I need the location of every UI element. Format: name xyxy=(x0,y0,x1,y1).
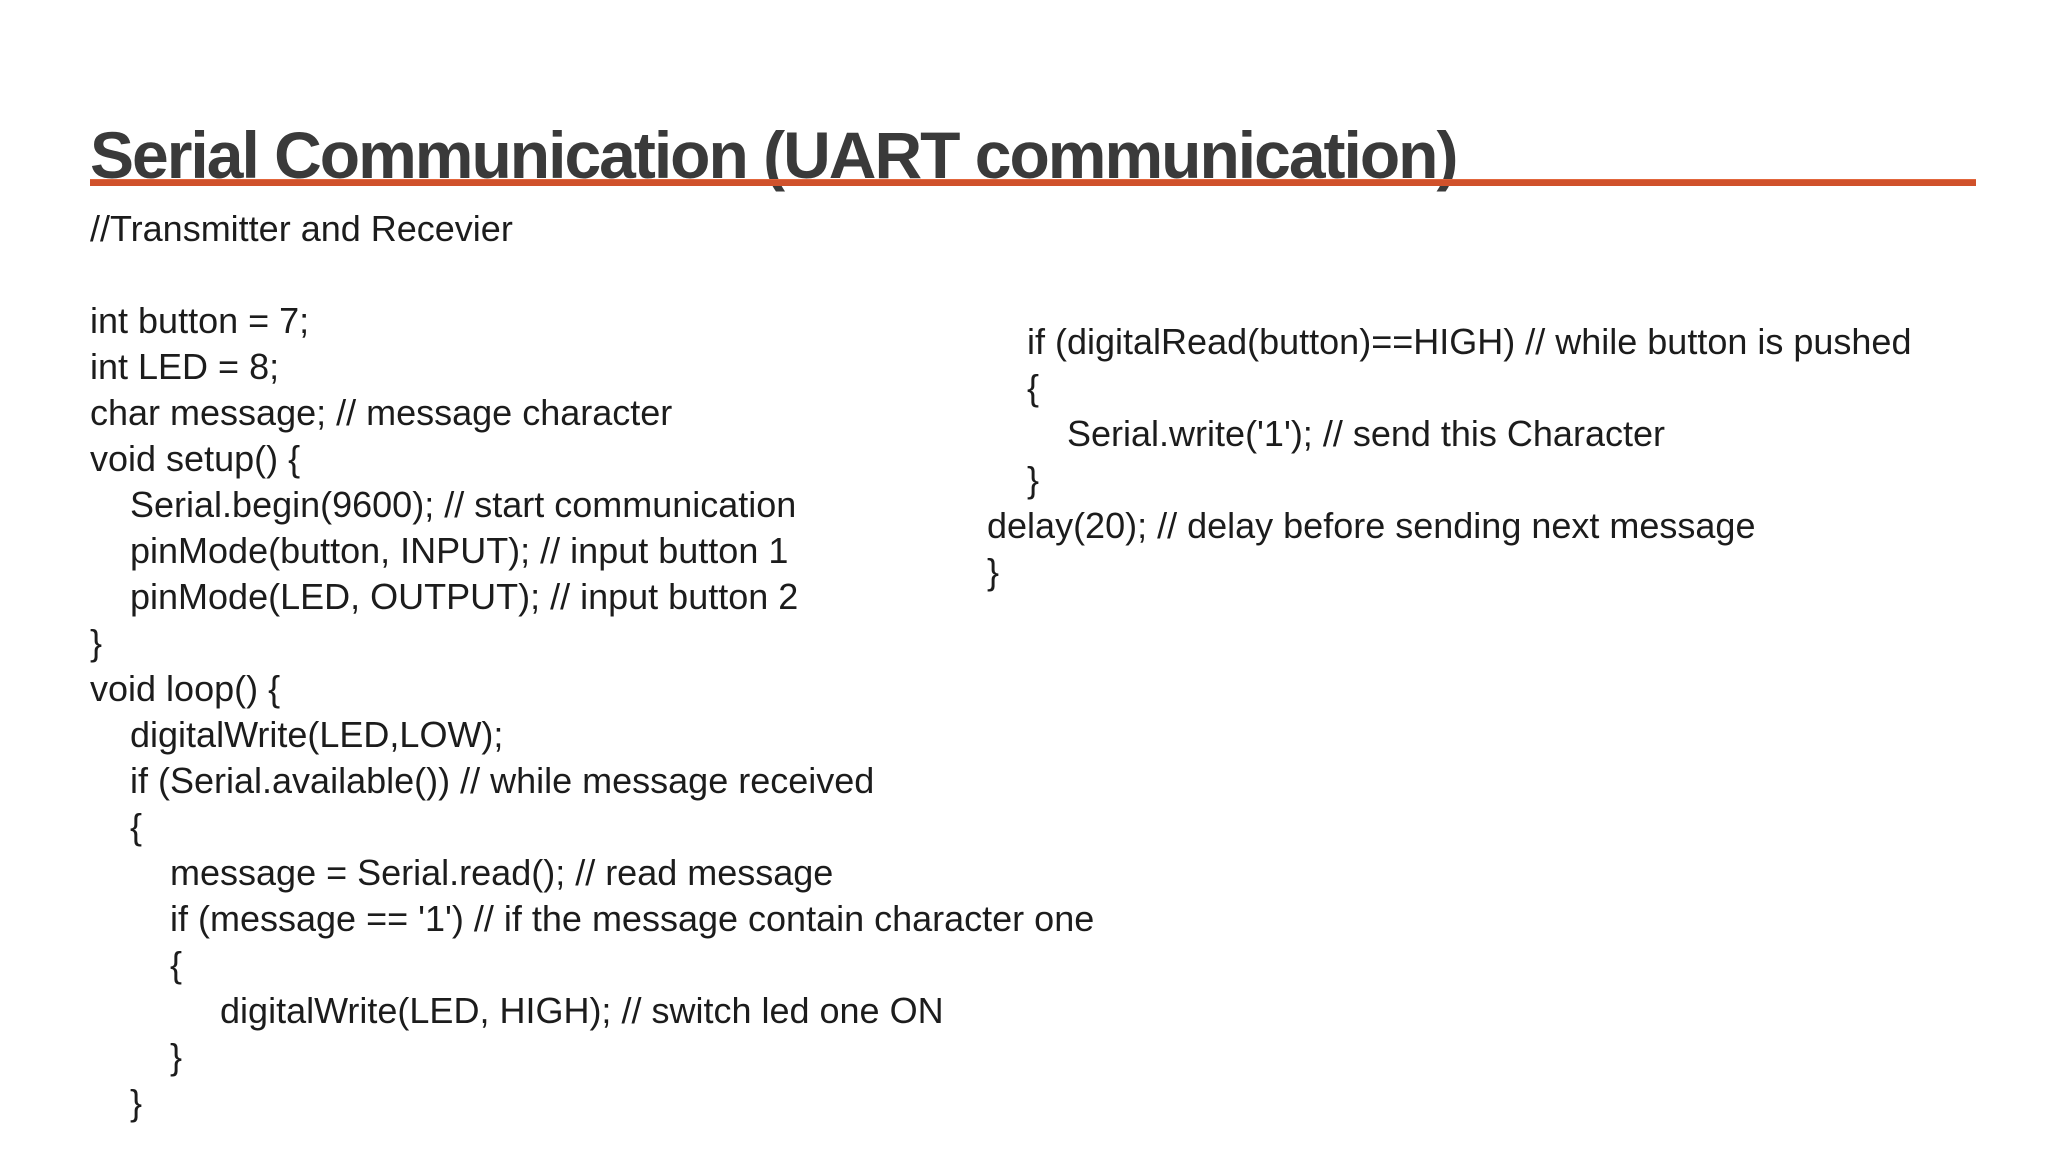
code-line: pinMode(button, INPUT); // input button … xyxy=(90,530,789,571)
code-block-right: if (digitalRead(button)==HIGH) // while … xyxy=(987,319,1911,595)
code-line: } xyxy=(90,1036,183,1077)
code-line: if (message == '1') // if the message co… xyxy=(90,898,1095,939)
code-line xyxy=(90,252,1094,298)
code-line: void loop() { xyxy=(90,668,281,709)
code-line: Serial.begin(9600); // start communicati… xyxy=(90,484,797,525)
code-line: { xyxy=(987,367,1040,408)
code-line: if (Serial.available()) // while message… xyxy=(90,760,875,801)
code-line: pinMode(LED, OUTPUT); // input button 2 xyxy=(90,576,799,617)
code-line: delay(20); // delay before sending next … xyxy=(987,505,1756,546)
code-line: char message; // message character xyxy=(90,392,673,433)
code-line: void setup() { xyxy=(90,438,301,479)
code-line: { xyxy=(90,944,183,985)
code-line: //Transmitter and Recevier xyxy=(90,208,513,249)
code-line: if (digitalRead(button)==HIGH) // while … xyxy=(987,321,1912,362)
code-line: int button = 7; xyxy=(90,300,310,341)
code-line: int LED = 8; xyxy=(90,346,280,387)
code-line: } xyxy=(987,551,1000,592)
code-line: } xyxy=(90,622,103,663)
code-line: } xyxy=(90,1082,143,1123)
code-line: message = Serial.read(); // read message xyxy=(90,852,834,893)
page-title: Serial Communication (UART communication… xyxy=(90,118,1458,193)
code-line: digitalWrite(LED,LOW); xyxy=(90,714,504,755)
code-line: Serial.write('1'); // send this Characte… xyxy=(987,413,1665,454)
code-line: digitalWrite(LED, HIGH); // switch led o… xyxy=(90,990,944,1031)
code-block-left: //Transmitter and Recevier int button = 7… xyxy=(90,206,1094,1126)
title-divider-line xyxy=(90,179,1976,186)
code-line: { xyxy=(90,806,143,847)
code-line: } xyxy=(987,459,1040,500)
